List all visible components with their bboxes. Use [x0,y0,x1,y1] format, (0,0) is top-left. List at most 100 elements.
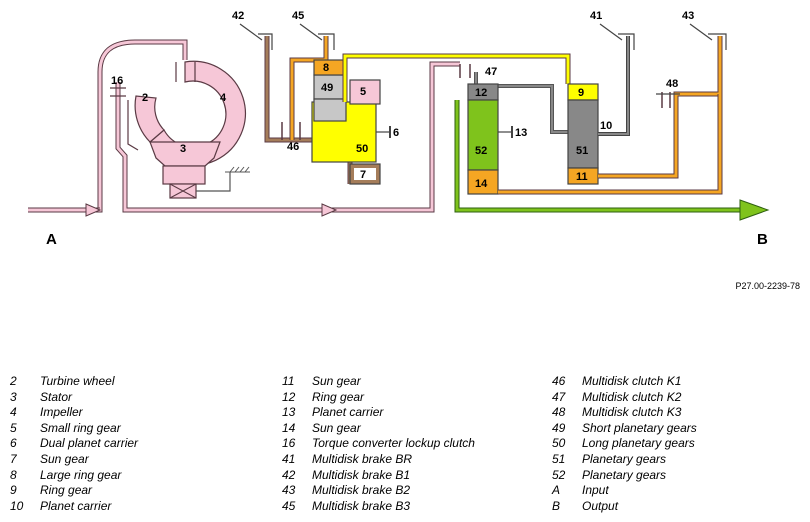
ground-hatch-icon [225,166,250,173]
legend-item-number: 14 [282,420,296,435]
legend-item: 48 Multidisk clutch K3 [552,405,697,421]
legend-item: 2 Turbine wheel [10,374,138,390]
legend-item-text: Turbine wheel [40,374,115,388]
label-48: 48 [666,78,678,90]
legend-item-number: 48 [552,405,566,420]
label-6: 6 [393,127,399,139]
label-14: 14 [475,178,488,190]
legend-item-number: 12 [282,389,296,404]
input-label: A [46,231,57,248]
label-4: 4 [220,92,227,104]
rear-planetary-sets [459,36,723,195]
legend-item-text: Stator [40,389,73,404]
legend-item-text: Planetary gears [582,467,667,482]
output-shaft [454,100,770,221]
label-5: 5 [360,86,366,98]
figure-reference: P27.00-2239-78 [735,281,800,291]
legend-item-number: B [552,498,561,513]
legend-item-text: Planet carrier [312,405,384,420]
legend-item-number: 46 [552,374,566,388]
legend-item: 7 Sun gear [10,452,138,468]
legend-item-text: Multidisk clutch K2 [582,389,682,404]
legend-item-text: Sun gear [40,451,89,466]
torque-converter [134,60,250,199]
label-45: 45 [292,10,304,22]
legend-item-text: Ring gear [312,389,365,404]
legend-column-1: 2 Turbine wheel 3 Stator 4 Impeller 5 Small rin… [10,374,138,514]
legend-item-text: Multidisk brake B1 [312,467,411,482]
front-planetary-set [264,36,571,185]
label-47: 47 [485,66,497,78]
legend-item-number: 45 [282,498,296,513]
legend-item-number: A [552,483,561,498]
brake-ground-symbols [239,23,727,95]
legend-item-text: Sun gear [312,420,361,435]
legend-item-number: 49 [552,420,566,435]
legend-item-text: Small ring gear [40,420,121,435]
label-3: 3 [180,143,186,155]
legend-item-number: 2 [10,374,17,388]
turbine-shaft [110,61,460,217]
label-41: 41 [590,10,602,22]
legend-item-number: 41 [282,451,296,466]
label-16: 16 [111,75,123,87]
legend-item-text: Planetary gears [582,451,667,466]
legend-item-text: Multidisk clutch K3 [582,405,682,420]
legend-item: 4 Impeller [10,405,138,421]
legend-item-text: Sun gear [312,374,361,388]
legend-item: 8 Large ring gear [10,468,138,484]
legend-item-number: 50 [552,436,566,451]
legend-item: 43 Multidisk brake B2 [282,483,475,499]
legend-item: 42 Multidisk brake B1 [282,468,475,484]
legend-item-number: 43 [282,483,296,498]
legend-item-text: Ring gear [40,483,93,498]
legend-item: 52 Planetary gears [552,468,697,484]
label-7: 7 [360,169,366,181]
legend-item-text: Large ring gear [40,467,122,482]
legend-item-number: 52 [552,467,566,482]
legend-item-number: 51 [552,451,566,466]
legend-item-number: 16 [282,436,296,451]
label-46: 46 [287,141,299,153]
legend-item-number: 6 [10,436,17,451]
legend-item-number: 10 [10,498,24,513]
output-arrow-icon [739,199,770,221]
legend-item-number: 8 [10,467,17,482]
label-43: 43 [682,10,694,22]
output-label: B [757,231,768,248]
legend-item-text: Impeller [40,405,83,420]
legend-item: 46 Multidisk clutch K1 [552,374,697,390]
legend-item-text: Long planetary gears [582,436,695,451]
legend-item: 51 Planetary gears [552,452,697,468]
legend-item: 5 Small ring gear [10,421,138,437]
legend-item: 13 Planet carrier [282,405,475,421]
input-shaft [28,39,188,217]
label-10: 10 [600,120,612,132]
label-12: 12 [475,87,487,99]
planetary-gears-52 [467,99,499,171]
legend-item-number: 7 [10,451,17,466]
legend-item: 14 Sun gear [282,421,475,437]
transmission-power-flow-diagram: 2 3 4 5 6 7 8 9 10 11 12 13 14 16 41 42 … [28,10,800,291]
label-52: 52 [475,145,487,157]
legend-item-number: 3 [10,389,17,404]
small-ring-gear [349,79,381,105]
legend-item-text: Multidisk brake B2 [312,483,411,498]
label-51: 51 [576,145,588,157]
label-9: 9 [578,87,584,99]
legend-item-number: 42 [282,467,296,482]
legend-item-text: Multidisk clutch K1 [582,374,682,388]
legend-item-number: 4 [10,405,17,420]
legend-item-number: 5 [10,420,17,435]
legend-item: 3 Stator [10,390,138,406]
legend-item-number: 13 [282,405,296,420]
